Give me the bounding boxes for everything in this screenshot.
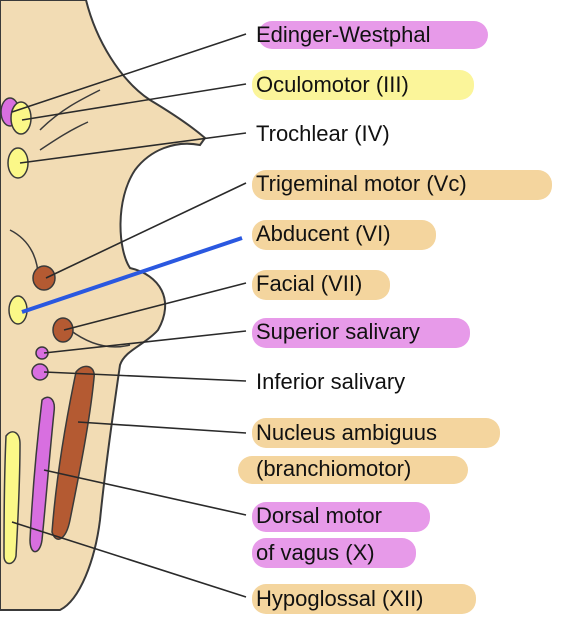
leader-lines <box>11 33 247 598</box>
highlight-of-vagus <box>252 538 416 568</box>
leader-line-hypoglossal <box>11 521 247 598</box>
leader-line-dorsal-motor <box>43 469 247 516</box>
leader-line-nucleus-ambiguus <box>77 421 247 434</box>
leader-line-facial <box>63 282 247 331</box>
label-dorsal-motor: Dorsal motor <box>256 503 382 528</box>
hypoglossal-nucleus <box>3 431 21 565</box>
internal-contour <box>69 329 131 348</box>
highlight-trigeminal <box>252 170 552 200</box>
highlight-edinger-westphal <box>258 21 488 49</box>
internal-contour <box>39 121 89 151</box>
label-hypoglossal: Hypoglossal (XII) <box>256 586 424 611</box>
leader-line-edinger-westphal <box>11 33 247 113</box>
leader-line-trigeminal <box>45 182 247 279</box>
leader-line-inferior-salivary <box>43 371 247 382</box>
nucleus-ambiguus <box>51 365 95 540</box>
leader-line-trochlear <box>19 132 247 164</box>
label-facial: Facial (VII) <box>256 271 363 296</box>
facial-nucleus <box>52 317 74 343</box>
leader-line-oculomotor <box>21 83 247 121</box>
highlight-abducent <box>252 220 436 250</box>
label-abducent: Abducent (VI) <box>256 221 391 246</box>
highlight-hypoglossal <box>252 584 476 614</box>
leader-line-superior-salivary <box>43 330 247 354</box>
label-branchiomotor: (branchiomotor) <box>256 456 412 481</box>
label-superior-salivary: Superior salivary <box>256 319 420 344</box>
label-trigeminal-motor: Trigeminal motor (Vc) <box>256 171 467 196</box>
trochlear-nucleus <box>7 147 29 179</box>
highlight-nucleus-ambiguus <box>252 418 500 448</box>
highlight-superior-salivary <box>252 318 470 348</box>
highlight-branchiomotor <box>238 456 468 484</box>
brainstem-section <box>0 0 207 611</box>
label-nucleus-ambiguus: Nucleus ambiguus <box>256 420 437 445</box>
label-edinger-westphal: Edinger-Westphal <box>256 22 431 47</box>
label-inferior-salivary: Inferior salivary <box>256 369 406 394</box>
highlight-oculomotor <box>252 70 474 100</box>
highlight-facial <box>252 270 390 300</box>
abducent-pointer <box>21 236 243 314</box>
internal-contour <box>39 89 101 131</box>
label-of-vagus: of vagus (X) <box>256 540 375 565</box>
highlight-dorsal-motor <box>252 502 430 532</box>
label-oculomotor: Oculomotor (III) <box>256 72 409 97</box>
dorsal-motor-vagus-nucleus <box>29 396 56 553</box>
label-trochlear: Trochlear (IV) <box>256 121 390 146</box>
trigeminal-motor-nucleus <box>32 265 56 291</box>
